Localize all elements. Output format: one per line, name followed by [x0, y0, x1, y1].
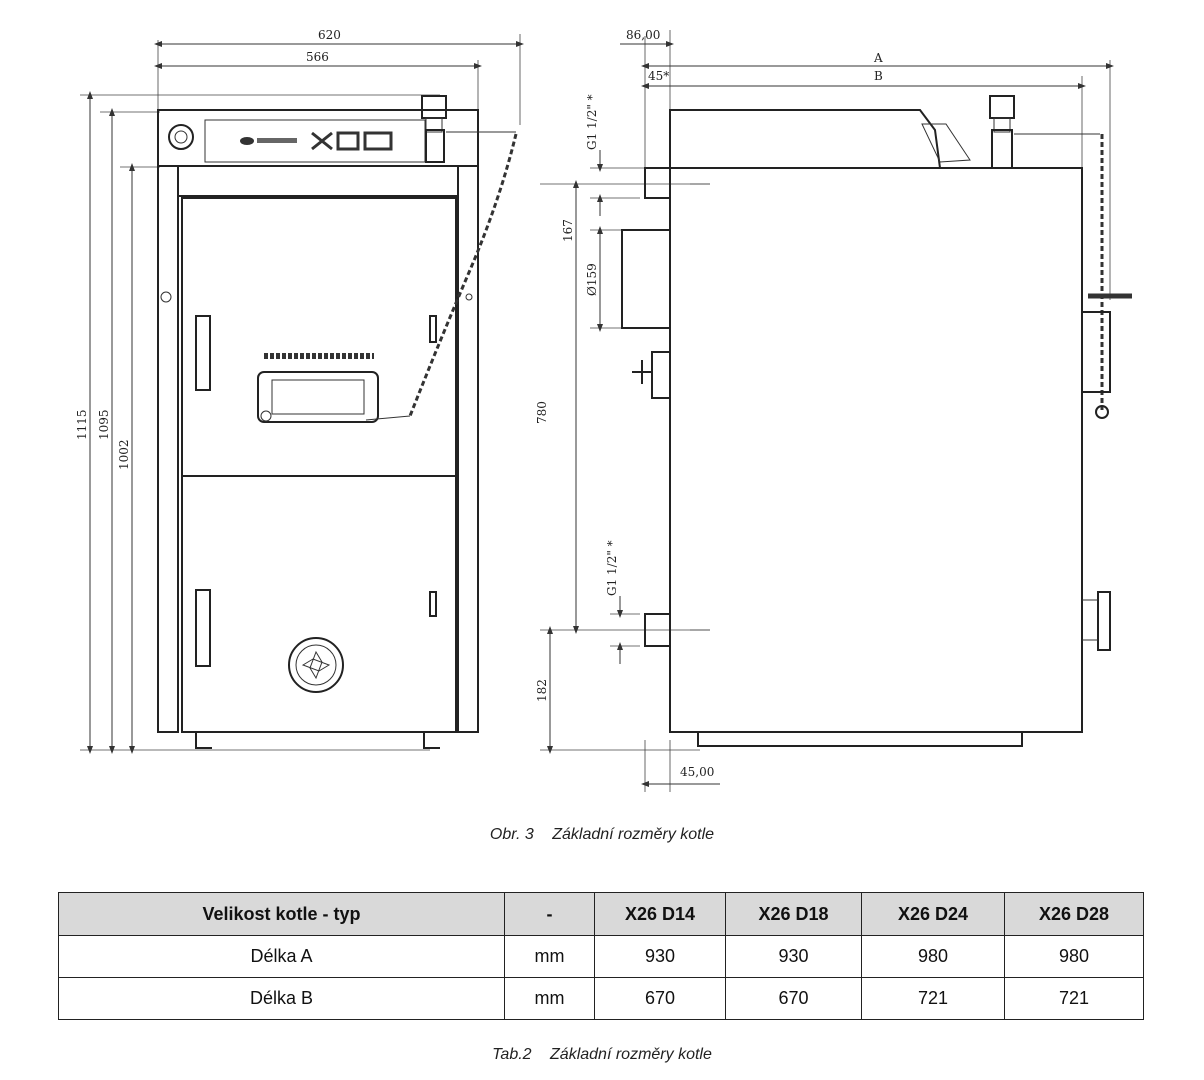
- dim-side-length-b: B: [874, 69, 883, 83]
- table-cell: Délka B: [58, 977, 505, 1020]
- table-caption-text: Základní rozměry kotle: [550, 1046, 712, 1063]
- table-header-cell: Velikost kotle - typ: [58, 892, 505, 936]
- dim-front-height-1002: 1002: [117, 439, 131, 470]
- table-cell: 721: [861, 977, 1005, 1020]
- dim-front-width-566: 566: [306, 50, 329, 64]
- table-cell: 980: [861, 935, 1005, 978]
- table-caption: Tab.2 Základní rozměry kotle: [0, 1046, 1204, 1064]
- table-header-cell: X26 D24: [861, 892, 1005, 936]
- dim-side-thread-top: G1 1/2" *: [585, 94, 599, 150]
- dim-side-length-a: A: [873, 51, 883, 65]
- dim-side-offset-bottom: 45,00: [680, 765, 714, 779]
- table-header-cell: -: [504, 892, 595, 936]
- table-cell: 670: [594, 977, 726, 1020]
- boiler-dimension-drawing: 620 566 1115 1095 1002: [75, 28, 1132, 792]
- table-cell: 721: [1004, 977, 1144, 1020]
- table-cell: 930: [725, 935, 862, 978]
- table-cell: 980: [1004, 935, 1144, 978]
- table-row: Délka A mm 930 930 980 980: [58, 935, 1144, 978]
- dim-side-167: 167: [561, 219, 575, 242]
- table-cell: mm: [504, 977, 595, 1020]
- side-view: 86,00 45* A B G1 1/2" * 167 Ø159 780 G1 …: [535, 28, 1132, 792]
- table-row: Délka B mm 670 670 721 721: [58, 977, 1144, 1020]
- table-cell: 670: [725, 977, 862, 1020]
- table-cell: 930: [594, 935, 726, 978]
- dim-front-width-620: 620: [318, 28, 341, 42]
- dim-side-diameter: Ø159: [585, 263, 599, 296]
- dimensions-table: Velikost kotle - typ - X26 D14 X26 D18 X…: [58, 892, 1144, 1020]
- figure-caption-text: Základní rozměry kotle: [552, 826, 715, 843]
- table-caption-number: Tab.2: [492, 1046, 532, 1063]
- figure-caption-number: Obr. 3: [489, 826, 534, 843]
- table-header-cell: X26 D28: [1004, 892, 1144, 936]
- table-cell: Délka A: [58, 935, 505, 978]
- dim-side-offset-86: 86,00: [626, 28, 660, 42]
- table-cell: mm: [504, 935, 595, 978]
- front-view: 620 566 1115 1095 1002: [75, 28, 524, 754]
- dim-front-height-1095: 1095: [97, 409, 111, 440]
- figure-caption: Obr. 3 Základní rozměry kotle: [0, 826, 1204, 844]
- dim-side-780: 780: [535, 401, 549, 424]
- table-header-row: Velikost kotle - typ - X26 D14 X26 D18 X…: [58, 892, 1144, 936]
- dim-side-offset-45: 45*: [648, 69, 669, 83]
- brand-logo-icon: [240, 131, 393, 151]
- table-header-cell: X26 D18: [725, 892, 862, 936]
- dim-front-height-1115: 1115: [75, 409, 89, 440]
- table-header-cell: X26 D14: [594, 892, 726, 936]
- dim-side-thread-bottom: G1 1/2" *: [605, 540, 619, 596]
- dim-side-182: 182: [535, 679, 549, 702]
